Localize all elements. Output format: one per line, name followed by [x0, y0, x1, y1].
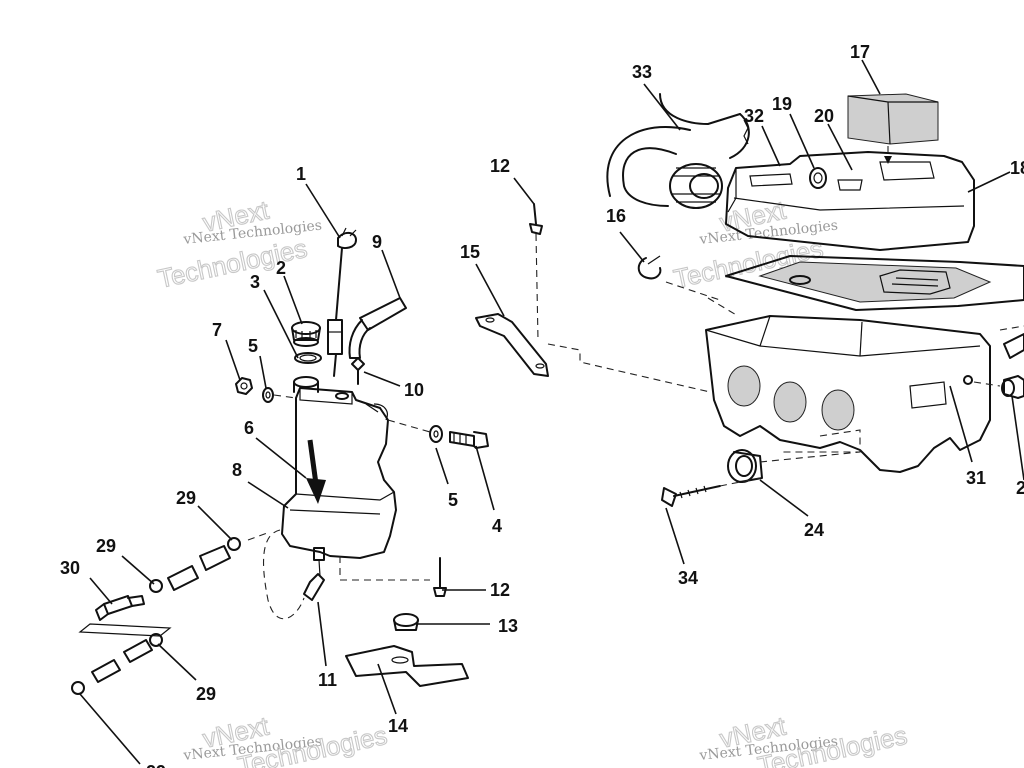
callout-9: 9 — [372, 232, 382, 252]
inline-filter — [78, 595, 172, 637]
callout-18: 18 — [1010, 158, 1024, 178]
tank-cap — [291, 321, 321, 347]
watermark-bottom-right: vNext Technologies vNext Technologies — [698, 710, 911, 768]
callout-11: 11 — [318, 670, 337, 690]
callout-29: 29 — [196, 684, 216, 704]
callout-16: 16 — [606, 206, 626, 226]
callout-14: 14 — [388, 716, 408, 736]
air-filter-element — [725, 255, 1024, 311]
oil-tank — [281, 376, 397, 559]
callout-29: 29 — [96, 536, 116, 556]
airbox-screw — [661, 485, 721, 507]
upper-bracket — [475, 313, 549, 377]
callout-13: 13 — [498, 616, 518, 636]
hose-lower — [91, 639, 153, 683]
callout-32: 32 — [744, 106, 764, 126]
callout-6: 6 — [244, 418, 254, 438]
callout-2: 2 — [276, 258, 286, 278]
vent-hose — [348, 297, 407, 359]
bracket-screw-lower — [433, 557, 447, 597]
leader-lines — [79, 59, 1024, 765]
watermark-top-left: vNext Technologies vNext Technologies — [154, 194, 322, 294]
callout-labels: 1 2 3 4 5 5 6 7 8 9 10 11 12 12 13 14 15… — [60, 42, 1024, 768]
callout-34: 34 — [678, 568, 698, 588]
callout-8: 8 — [232, 460, 242, 480]
callout-7: 7 — [212, 320, 222, 340]
callout-4: 4 — [492, 516, 502, 536]
callout-5-right: 5 — [448, 490, 458, 510]
callout-19: 19 — [772, 94, 792, 114]
callout-20: 20 — [814, 106, 834, 126]
callout-33: 33 — [632, 62, 652, 82]
cap-gasket — [294, 352, 322, 364]
callout-30: 30 — [60, 558, 80, 578]
callout-2-right: 2 — [1016, 478, 1024, 498]
intake-duct — [606, 93, 750, 209]
hose-clamp — [71, 537, 241, 695]
drain-fitting — [303, 547, 325, 601]
bracket-screw-upper — [529, 203, 543, 235]
foam-block — [847, 93, 939, 145]
watermark-bottom-left: vNext Technologies vNext Technologies — [182, 710, 391, 768]
flow-arrow-icon — [306, 439, 326, 504]
callout-17: 17 — [850, 42, 870, 62]
callout-1: 1 — [296, 164, 306, 184]
washer-left — [262, 387, 274, 403]
nut-left — [235, 377, 253, 395]
callout-10: 10 — [404, 380, 424, 400]
lid-clip — [809, 167, 827, 189]
callout-5-left: 5 — [248, 336, 258, 356]
washer-right — [429, 425, 443, 443]
callout-15: 15 — [460, 242, 480, 262]
hose-upper — [167, 545, 231, 591]
callout-31: 31 — [966, 468, 986, 488]
airbox-base — [705, 315, 991, 473]
side-fitting — [1001, 375, 1024, 399]
callout-3: 3 — [250, 272, 260, 292]
callout-29: 29 — [176, 488, 196, 508]
mounting-bolt — [449, 431, 489, 449]
level-sender — [327, 227, 357, 377]
retaining-clip — [637, 255, 662, 280]
vent-fitting — [351, 357, 365, 385]
callout-29: 29 — [146, 762, 166, 768]
tank-bracket — [345, 645, 469, 687]
callout-24: 24 — [804, 520, 824, 540]
grommet — [393, 613, 419, 631]
airbox-lid — [725, 151, 975, 251]
intake-boot — [727, 449, 763, 483]
callout-12-upper: 12 — [490, 156, 510, 176]
callout-12-lower: 12 — [490, 580, 510, 600]
